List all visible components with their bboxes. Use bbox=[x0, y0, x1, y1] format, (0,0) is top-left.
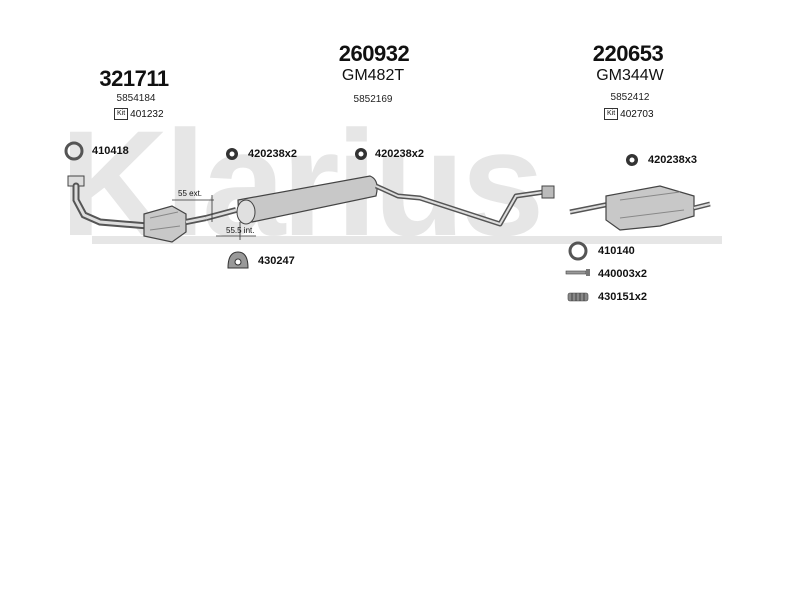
ref-number-2: 5852169 bbox=[353, 94, 393, 105]
part-number-220653: 220653 bbox=[592, 41, 664, 66]
watermark-logo: Klarius bbox=[60, 99, 545, 267]
clamp-icon bbox=[226, 148, 238, 160]
ref-number-1: 5854184 bbox=[116, 93, 156, 104]
rubber-mount-icon bbox=[227, 251, 249, 269]
part-label-clamp-3: 420238x3 bbox=[648, 154, 697, 166]
rear-silencer bbox=[569, 185, 711, 231]
part-label-440003: 440003x2 bbox=[598, 268, 647, 280]
kit-number-3: Kit 402703 bbox=[604, 108, 654, 120]
front-pipe-with-catalyst bbox=[67, 175, 207, 243]
dimension-note-ext: 55 ext. bbox=[178, 189, 203, 198]
clamp-icon bbox=[355, 148, 367, 160]
dimension-note-int: 55.5 int. bbox=[226, 226, 255, 235]
part-number-260932: 260932 bbox=[338, 41, 410, 66]
bolt-icon bbox=[565, 269, 590, 276]
spring-icon bbox=[567, 292, 589, 302]
part-label-clamp-2: 420238x2 bbox=[375, 148, 424, 160]
part-label-410418: 410418 bbox=[92, 145, 129, 157]
kit-number-1-label: 401232 bbox=[130, 108, 164, 120]
ref-number-3: 5852412 bbox=[610, 92, 650, 103]
clamp-icon bbox=[626, 154, 638, 166]
gasket-ring-icon bbox=[568, 241, 588, 261]
part-label-clamp-1: 420238x2 bbox=[248, 148, 297, 160]
part-number-321711: 321711 bbox=[99, 66, 169, 91]
center-silencer bbox=[236, 175, 555, 227]
kit-number-1: Kit 401232 bbox=[114, 108, 164, 120]
part-label-430151: 430151x2 bbox=[598, 291, 647, 303]
oe-code-2: GM344W bbox=[596, 67, 664, 84]
oe-code-1: GM482T bbox=[341, 67, 405, 84]
kit-icon: Kit bbox=[114, 108, 129, 120]
pipe-joint bbox=[172, 195, 256, 240]
kit-number-3-label: 402703 bbox=[620, 108, 654, 120]
watermark-underline bbox=[92, 236, 722, 244]
part-label-430247: 430247 bbox=[258, 255, 295, 267]
part-label-410140: 410140 bbox=[598, 245, 635, 257]
gasket-ring-icon bbox=[64, 141, 84, 161]
kit-icon: Kit bbox=[604, 108, 619, 120]
